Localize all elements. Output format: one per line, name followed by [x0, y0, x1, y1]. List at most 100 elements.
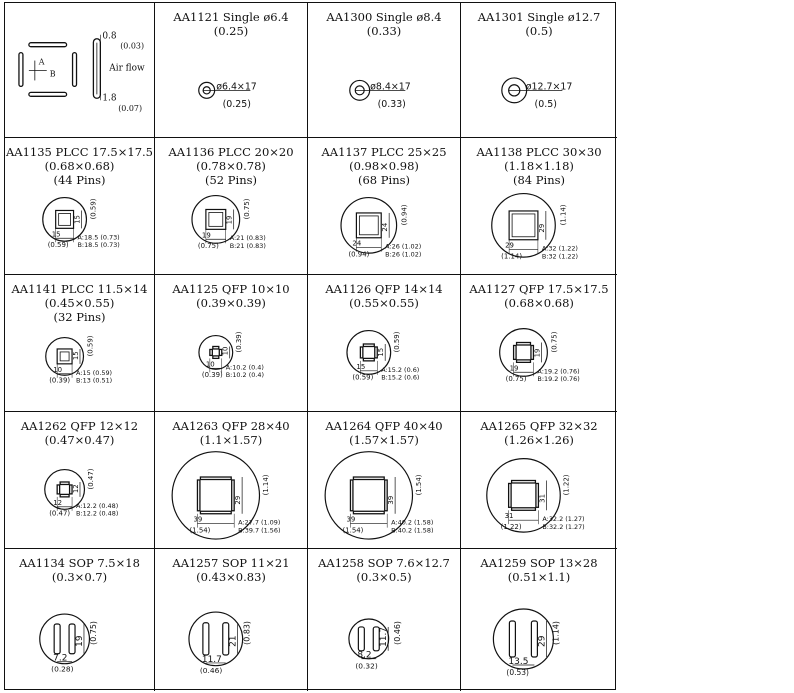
sop-slot	[530, 620, 539, 658]
nozzle-cell: AA1263 QFP 28×40(1.1×1.57)39(1.54)29(1.1…	[155, 412, 308, 549]
nozzle-size-inches: (0.55×0.55)	[349, 296, 419, 310]
nozzle-drawing: 29(1.14)29(1.14)A:32 (1.22)B:32 (1.22)	[491, 192, 578, 261]
plcc-chip-outline	[55, 209, 75, 229]
nozzle-title: AA1125 QFP 10×10	[172, 282, 290, 296]
nozzle-cell: AA1262 QFP 12×12(0.47×0.47)12(0.47)12(0.…	[5, 412, 155, 549]
width-mm-label: 12	[53, 499, 62, 507]
dimension-b-label: B:32.2 (1.27)	[542, 523, 584, 531]
plcc-inner-outline	[58, 213, 71, 226]
nozzle-drawing: 39(1.54)29(1.14)A:27.7 (1.09)B:39.7 (1.5…	[171, 451, 280, 540]
width-inch-label: (0.32)	[355, 662, 377, 671]
dimension-b-label: B:15.2 (0.6)	[381, 374, 419, 382]
dimension-a-label: A:21 (0.83)	[230, 234, 266, 242]
nozzle-size-inches: (0.98×0.98)	[349, 159, 419, 173]
qfp-slot	[530, 344, 535, 361]
height-mm-label: 11.7	[379, 627, 389, 647]
dimension-a-label: A:32 (1.22)	[542, 245, 578, 253]
nozzle-outer-ring	[324, 451, 414, 540]
height-mm-label: 10	[222, 347, 230, 356]
nozzle-size-inches: (0.25)	[213, 24, 249, 38]
qfp-slot	[68, 484, 73, 495]
width-inch-label: (0.46)	[200, 666, 222, 675]
nozzle-outer-ring	[346, 329, 392, 375]
height-inch-label: (0.75)	[243, 198, 251, 219]
height-inch-label: (1.14)	[551, 621, 560, 645]
dimension-b-label: B:10.2 (0.4)	[226, 371, 264, 379]
width-mm-label: 19	[202, 231, 211, 239]
height-inch-label: (0.59)	[89, 198, 97, 219]
height-inch-label: (0.46)	[393, 621, 402, 645]
nozzle-cell: AA1259 SOP 13×28(0.51×1.1)13.5(0.53)29(1…	[461, 549, 617, 691]
height-inch-label: (0.39)	[235, 331, 243, 352]
dimension-b-label: B:19.2 (0.76)	[537, 375, 579, 383]
width-mm-label: 39	[346, 516, 355, 524]
nozzle-cell: AA1264 QFP 40×40(1.57×1.57)39(1.54)39(1.…	[308, 412, 461, 549]
qfp-slot	[231, 479, 235, 512]
plcc-inner-outline	[59, 351, 70, 362]
nozzle-title: AA1265 QFP 32×32	[480, 419, 598, 433]
nozzle-cell: AA1301 Single ø12.7(0.5)ø12.7×17(0.5)	[461, 3, 617, 138]
dimension-a-label: A:19.2 (0.76)	[537, 367, 579, 375]
sop-slot	[222, 622, 230, 656]
plcc-inner-outline	[358, 215, 379, 236]
nozzle-chart: A B 0.8 (0.03) Air flow 1.8 (0.07) AA112…	[4, 2, 617, 691]
nozzle-title: AA1121 Single ø6.4	[173, 10, 289, 24]
nozzle-title: AA1127 QFP 17.5×17.5	[469, 282, 609, 296]
width-mm-label: 10	[53, 366, 62, 374]
nozzle-title: AA1134 SOP 7.5×18	[19, 556, 140, 570]
width-mm-label: 15	[356, 363, 365, 371]
sop-slot	[357, 626, 365, 652]
dimension-a-label: A:18.5 (0.73)	[78, 233, 120, 241]
dimension-b-label: B:18.5 (0.73)	[78, 241, 120, 249]
qfp-slot	[212, 355, 220, 360]
width-mm-label: 24	[352, 240, 361, 248]
height-inch-label: (0.94)	[400, 204, 408, 225]
nozzle-drawing: ø6.4×17(0.25)	[198, 81, 257, 110]
nozzle-outer-ring	[188, 611, 244, 667]
nozzle-size-inches: (0.5)	[525, 24, 553, 38]
qfp-slot	[374, 346, 378, 359]
nozzle-title: AA1135 PLCC 17.5×17.5	[5, 145, 153, 159]
legend-label-b: B	[50, 69, 56, 78]
nozzle-cell: AA1138 PLCC 30×30(1.18×1.18)(84 Pins)29(…	[461, 138, 617, 275]
nozzle-size-inches: (1.57×1.57)	[349, 433, 419, 447]
qfp-slot	[512, 344, 517, 361]
nozzle-drawing: 15(0.59)15(0.59)A:18.5 (0.73)B:18.5 (0.7…	[42, 196, 120, 249]
height-inch-label: (1.54)	[415, 474, 423, 495]
nozzle-size-inches: (0.3×0.7)	[51, 570, 108, 584]
nozzle-drawing: ø8.4×17(0.33)	[349, 79, 411, 110]
nozzle-cell: AA1137 PLCC 25×25(0.98×0.98)(68 Pins)24(…	[308, 138, 461, 275]
sop-slot	[508, 620, 517, 658]
height-mm-label: 15	[72, 351, 80, 360]
dimension-a-label: A:10.2 (0.4)	[226, 363, 264, 371]
height-mm-label: 31	[538, 494, 546, 503]
qfp-slot	[359, 346, 364, 359]
height-inch-label: (0.83)	[243, 621, 252, 645]
nozzle-title: AA1258 SOP 7.6×12.7	[318, 556, 450, 570]
nozzle-size-inches: (0.39×0.39)	[196, 296, 266, 310]
height-inch-label: (0.75)	[550, 331, 558, 352]
qfp-slot	[352, 510, 385, 515]
nozzle-outer-ring	[44, 468, 86, 510]
qfp-slot	[515, 359, 532, 364]
width-mm-label: 15	[52, 230, 61, 238]
height-mm-label: 21	[229, 635, 239, 646]
nozzle-drawing: 15(0.59)15(0.59)A:15.2 (0.6)B:15.2 (0.6)	[346, 329, 419, 382]
nozzle-outer-ring	[492, 608, 555, 670]
plcc-chip-outline	[355, 212, 382, 239]
nozzle-title: AA1137 PLCC 25×25	[321, 145, 447, 159]
nozzle-drawing: 31(1.22)31(1.22)A:32.2 (1.27)B:32.2 (1.2…	[486, 458, 585, 533]
dimension-a-label: A:26 (1.02)	[385, 243, 421, 251]
height-mm-label: 19	[533, 349, 541, 358]
qfp-slot	[515, 341, 532, 346]
nozzle-size-inches: (1.18×1.18)	[504, 159, 574, 173]
width-inch-label: (1.14)	[501, 253, 522, 261]
qfp-slot	[349, 479, 354, 512]
nozzle-pin-count: (32 Pins)	[53, 310, 106, 324]
nozzle-title: AA1141 PLCC 11.5×14	[11, 282, 148, 296]
width-inch-label: (0.39)	[49, 377, 70, 385]
nozzle-drawing: 8.2(0.32)11.7(0.46)	[348, 618, 402, 671]
width-inch-label: (0.39)	[202, 371, 223, 379]
nozzle-outer-ring	[499, 328, 548, 377]
qfp-slot	[362, 357, 375, 362]
